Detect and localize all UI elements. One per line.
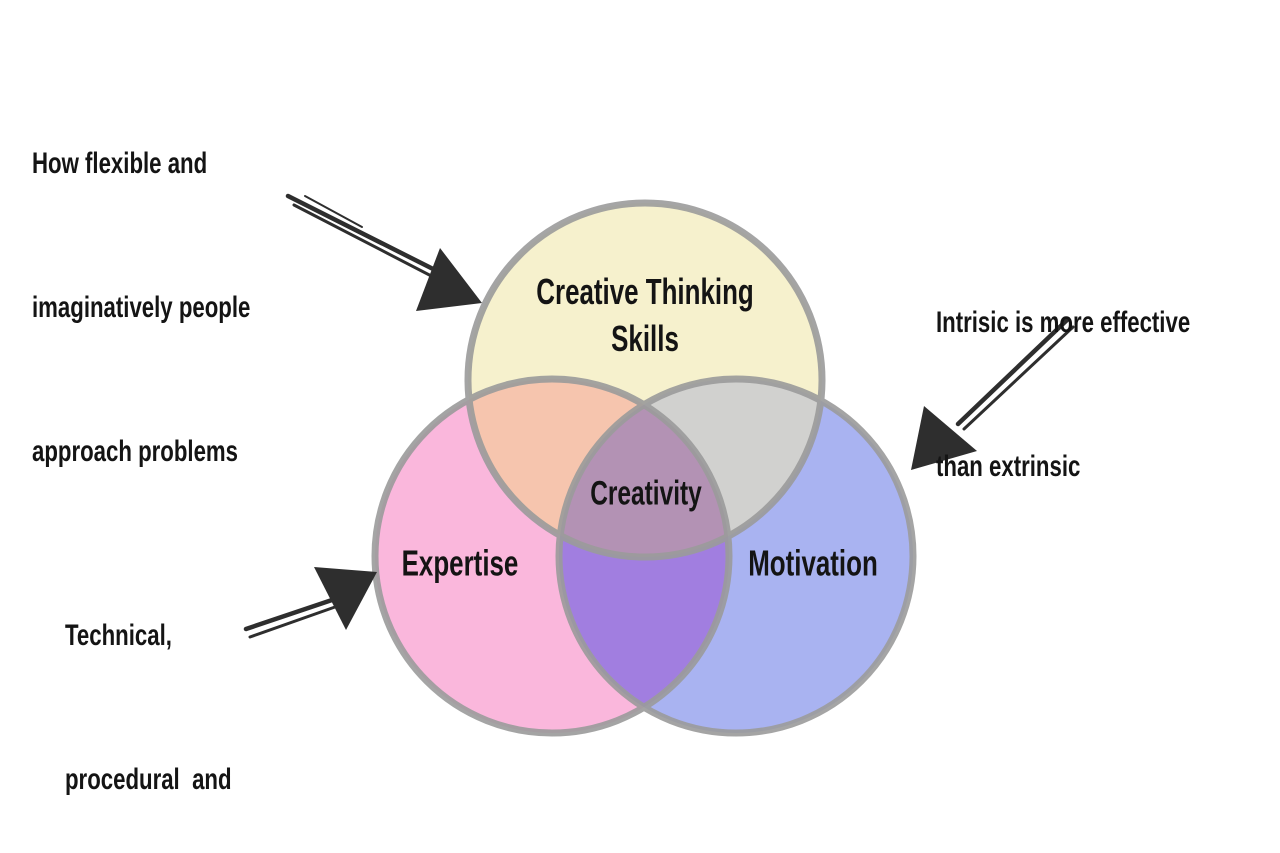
note-line: How flexible and [32,147,208,180]
creative-thinking-arrowhead [416,248,482,311]
expertise-arrow [243,567,377,639]
creative-thinking-label-line1: Creative Thinking [536,271,754,312]
motivation-arrow [911,317,1075,470]
note-line: imaginatively people [32,291,251,324]
circle-outlines [371,199,917,737]
motivation-outline [555,375,917,737]
expertise-annotation: Technical, procedural and intellectual k… [65,516,232,853]
note-line: procedural and [65,763,232,796]
expertise-arrowhead [314,567,377,630]
annotation-arrows [243,193,1075,639]
creativity-center-label: Creativity [590,474,702,513]
motivation-annotation: Intrisic is more effective than extrinsi… [936,203,1190,587]
motivation-label: Motivation [748,542,878,584]
motivation-arrowhead [911,406,977,470]
note-line: approach problems [32,435,239,468]
expertise-label: Expertise [401,542,519,584]
note-line: Intrisic is more effective [936,306,1191,339]
expertise-outline [371,375,733,737]
center-overlap [559,379,729,557]
creative-thinking-label: Creative Thinking Skills [536,268,753,362]
note-line: Technical, [65,619,172,652]
creative-thinking-annotation: How flexible and imaginatively people ap… [32,44,250,572]
creative-thinking-label-line2: Skills [611,318,679,359]
creative-thinking-outline [464,199,826,561]
creative-thinking-arrow [285,193,482,311]
note-line: than extrinsic [936,450,1081,483]
